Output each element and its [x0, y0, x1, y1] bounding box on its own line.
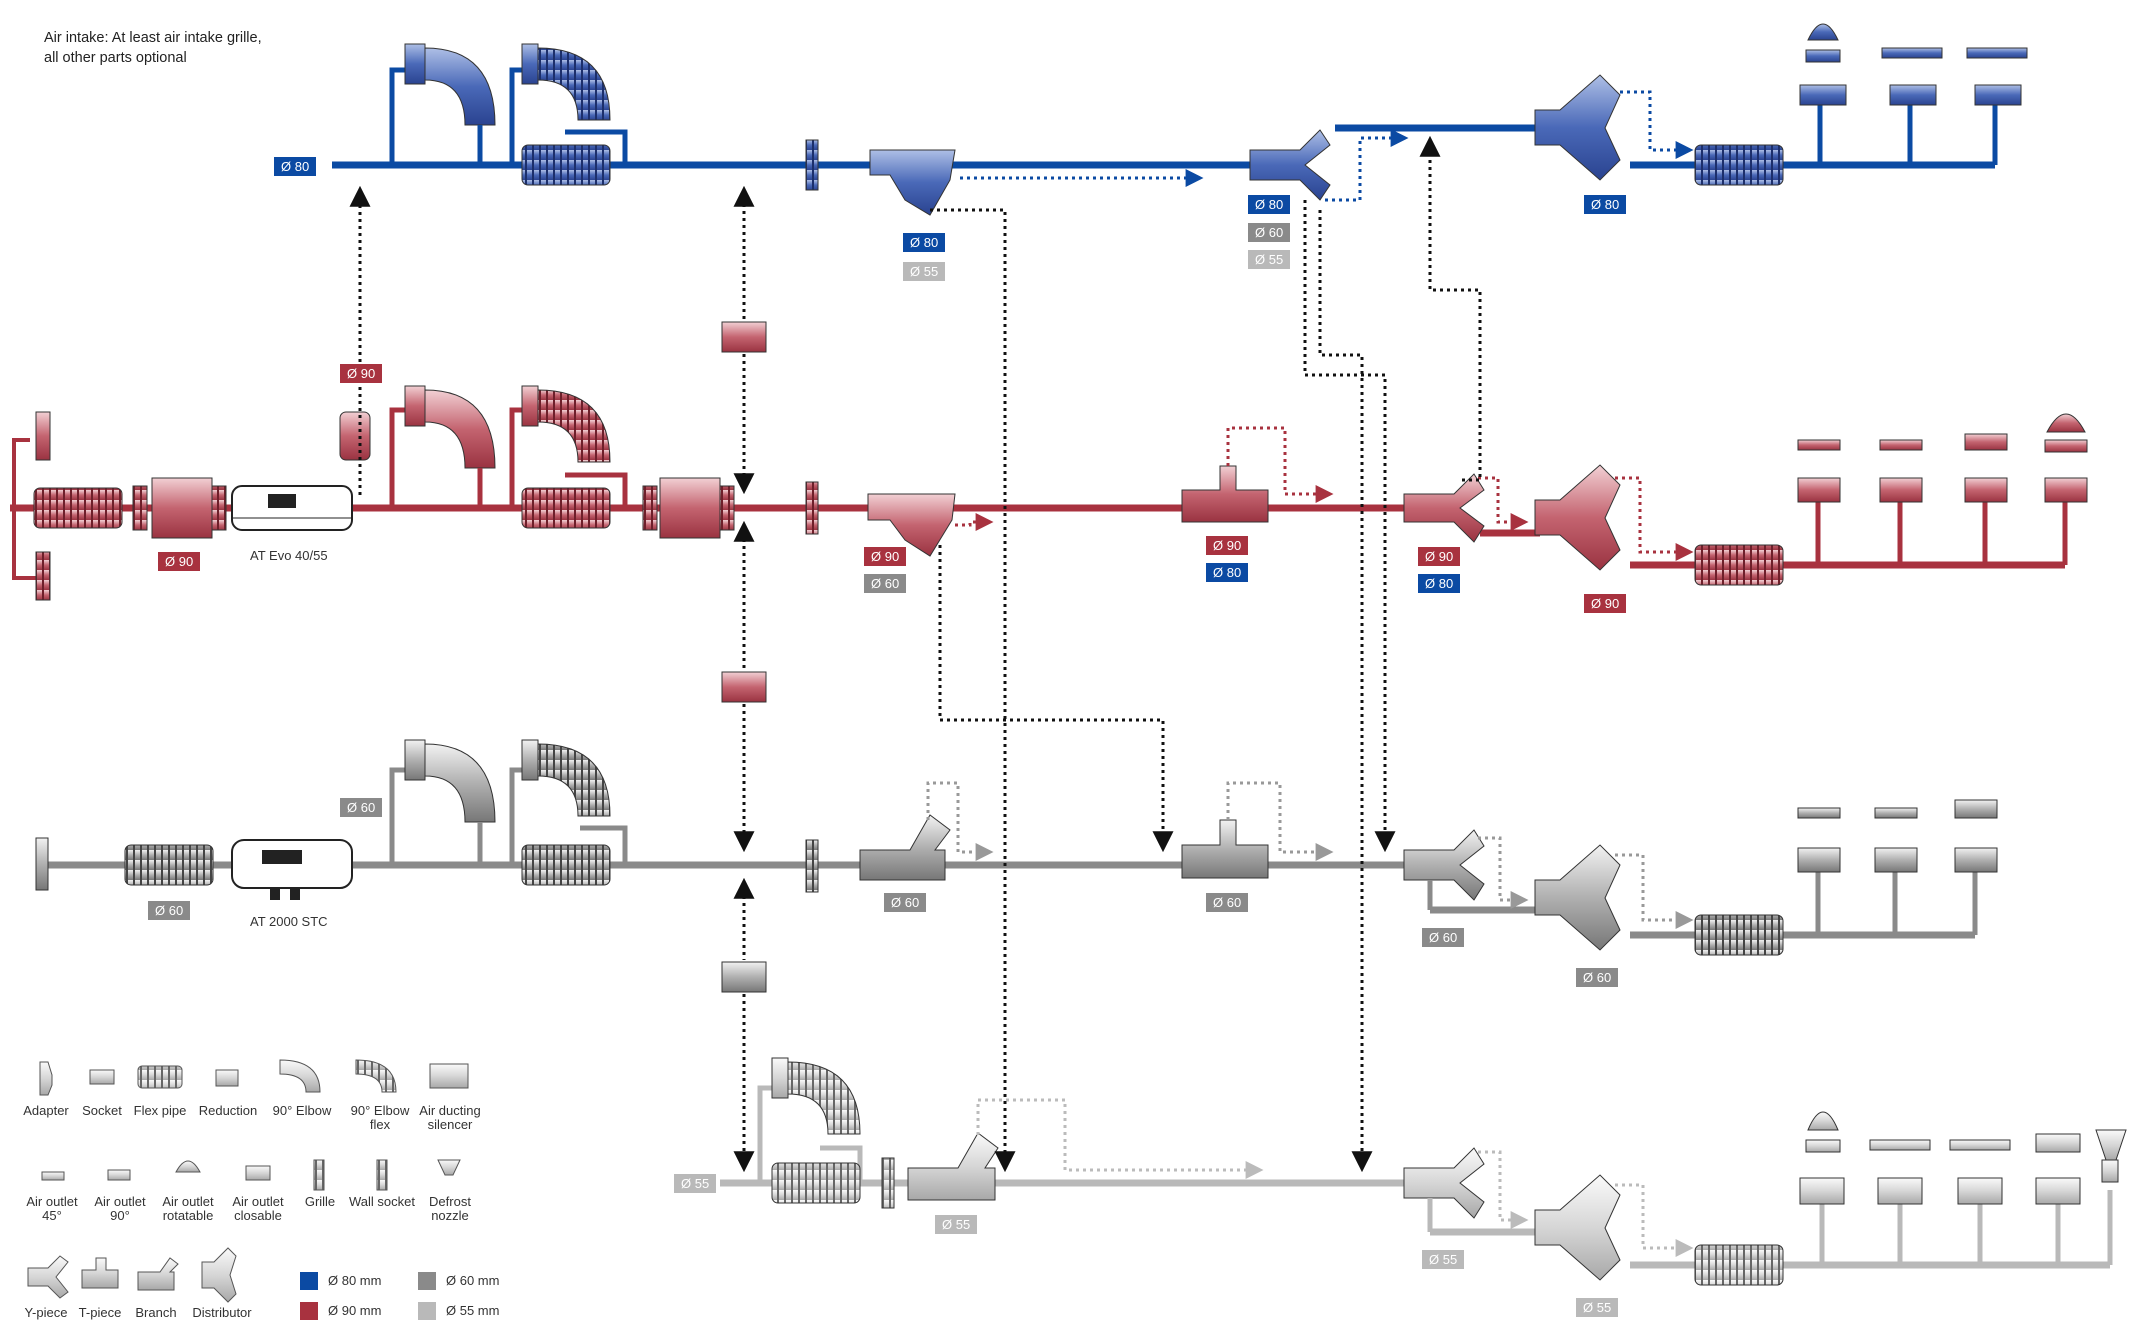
legend-outlet-90-line1: Air outlet — [94, 1194, 146, 1209]
legend-outlet-90-line2: 90° — [110, 1208, 130, 1223]
diameter-tag: Ø 55 — [935, 1215, 978, 1234]
legend-outlet-closable-line2: closable — [234, 1208, 282, 1223]
diameter-tag: Ø 60 — [884, 893, 927, 912]
legend-elbow: 90° Elbow — [272, 1103, 332, 1118]
heater-stc-label: AT 2000 STC — [250, 914, 328, 929]
diameter-tag: Ø 60 — [1248, 223, 1291, 242]
legend-outlet-closable-line1: Air outlet — [232, 1194, 284, 1209]
swatch-d90 — [300, 1302, 318, 1320]
diameter-tag: Ø 80 — [1584, 195, 1627, 214]
elbow-flex-icon — [355, 1059, 397, 1093]
legend-branch: Branch — [135, 1305, 177, 1320]
legend-wall-socket: Wall socket — [349, 1194, 415, 1209]
flex-pipe-icon — [137, 1065, 183, 1089]
diameter-tag: Ø 90 — [864, 547, 907, 566]
swatch-d55 — [418, 1302, 436, 1320]
heater-evo-label: AT Evo 40/55 — [250, 548, 328, 563]
legend-outlet-rotatable: Air outlet rotatable — [148, 1195, 228, 1223]
socket-icon — [89, 1069, 115, 1085]
swatch-d90-label: Ø 90 mm — [328, 1303, 382, 1318]
diameter-tag: Ø 80 — [1206, 563, 1249, 582]
grille-icon — [313, 1159, 325, 1191]
legend-elbow-flex-line2: flex — [369, 1117, 391, 1132]
legend-outlet-90: Air outlet 90° — [80, 1195, 160, 1223]
distributor-icon — [201, 1247, 237, 1303]
legend-defrost-line2: nozzle — [431, 1208, 469, 1223]
swatch-d80 — [300, 1272, 318, 1290]
diameter-tag: Ø 60 — [1576, 968, 1619, 987]
row-d55 — [720, 1057, 2127, 1286]
row-d60 — [35, 739, 1998, 993]
legend-elbow-flex-line1: 90° Elbow — [350, 1103, 410, 1118]
legend-distributor: Distributor — [192, 1305, 252, 1320]
wall-socket-icon — [376, 1159, 388, 1191]
diameter-tag: Ø 55 — [1422, 1250, 1465, 1269]
swatch-d60 — [418, 1272, 436, 1290]
legend-outlet-45: Air outlet 45° — [12, 1195, 92, 1223]
connections — [349, 135, 1482, 1173]
outlet-90-icon — [107, 1169, 131, 1181]
adapter-icon — [39, 1061, 53, 1096]
legend-adapter: Adapter — [23, 1103, 69, 1118]
diameter-tag: Ø 80 — [274, 157, 317, 176]
legend-y-piece: Y-piece — [24, 1305, 68, 1320]
legend-outlet-rotatable-line2: rotatable — [162, 1208, 214, 1223]
outlet-closable-icon — [245, 1165, 271, 1181]
y-piece-icon — [27, 1255, 69, 1299]
outlet-rotatable-icon — [175, 1160, 201, 1173]
diameter-tag: Ø 60 — [340, 798, 383, 817]
diameter-tag: Ø 60 — [148, 901, 191, 920]
diameter-tag: Ø 90 — [340, 364, 383, 383]
swatch-d60-label: Ø 60 mm — [446, 1273, 500, 1288]
diameter-tag: Ø 60 — [864, 574, 907, 593]
legend-flex-pipe: Flex pipe — [133, 1103, 187, 1118]
t-piece-icon — [81, 1257, 119, 1289]
diameter-tag: Ø 90 — [1418, 547, 1461, 566]
diameter-tag: Ø 60 — [1206, 893, 1249, 912]
legend-outlet-rotatable-line1: Air outlet — [162, 1194, 214, 1209]
legend-defrost-line1: Defrost — [429, 1194, 471, 1209]
legend-silencer-line2: silencer — [427, 1117, 473, 1132]
legend-outlet-45-line1: Air outlet — [26, 1194, 78, 1209]
air-intake-note: Air intake: At least air intake grille, … — [44, 28, 262, 68]
legend-t-piece: T-piece — [78, 1305, 122, 1320]
diameter-tag: Ø 55 — [674, 1174, 717, 1193]
legend-outlet-45-line2: 45° — [42, 1208, 62, 1223]
diameter-tag: Ø 90 — [158, 552, 201, 571]
legend-elbow-flex: 90° Elbow flex — [340, 1104, 420, 1132]
swatch-d55-label: Ø 55 mm — [446, 1303, 500, 1318]
note-line-1: Air intake: At least air intake grille, — [44, 30, 262, 46]
legend-socket: Socket — [82, 1103, 122, 1118]
diameter-tag: Ø 55 — [903, 262, 946, 281]
diameter-tag: Ø 80 — [1248, 195, 1291, 214]
note-line-2: all other parts optional — [44, 50, 187, 66]
legend-silencer: Air ducting silencer — [410, 1104, 490, 1132]
diameter-tag: Ø 55 — [1248, 250, 1291, 269]
legend-silencer-line1: Air ducting — [419, 1103, 481, 1118]
elbow-icon — [279, 1059, 321, 1093]
outlet-45-icon — [41, 1171, 65, 1181]
row-d80 — [332, 23, 2028, 216]
legend-defrost: Defrost nozzle — [410, 1195, 490, 1223]
diameter-tag: Ø 55 — [1576, 1298, 1619, 1317]
legend-outlet-closable: Air outlet closable — [218, 1195, 298, 1223]
silencer-icon — [429, 1063, 469, 1089]
diameter-tag: Ø 60 — [1422, 928, 1465, 947]
diameter-tag: Ø 90 — [1206, 536, 1249, 555]
legend-grille: Grille — [304, 1194, 336, 1209]
legend-icons — [27, 1059, 469, 1303]
diameter-tag: Ø 80 — [903, 233, 946, 252]
swatch-d80-label: Ø 80 mm — [328, 1273, 382, 1288]
diameter-tag: Ø 90 — [1584, 594, 1627, 613]
reduction-icon — [215, 1069, 239, 1087]
defrost-nozzle-icon — [437, 1159, 461, 1176]
legend-reduction: Reduction — [198, 1103, 258, 1118]
branch-icon — [137, 1257, 179, 1291]
diameter-tag: Ø 80 — [1418, 574, 1461, 593]
row-d90 — [10, 321, 2088, 703]
